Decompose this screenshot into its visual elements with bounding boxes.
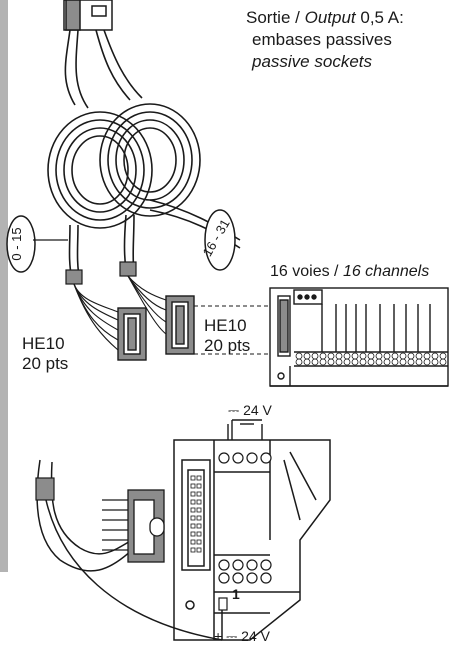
- fanout-wires: [73, 275, 167, 351]
- he10-connector-left-drawing: [117, 307, 147, 361]
- tag-left: [6, 215, 68, 273]
- terminal-number: 1: [232, 586, 240, 602]
- passive-module: [269, 287, 449, 387]
- top-connector: [63, 0, 113, 31]
- caption-line2: embases passives: [252, 30, 392, 49]
- dashed-links: [194, 305, 274, 355]
- tag-left-label: 0 - 15: [9, 227, 24, 260]
- supply-bottom-label: + ⎓ 24 V: [214, 628, 270, 644]
- lower-cable: [36, 459, 223, 641]
- side-bar: [0, 0, 8, 572]
- tag-right: [204, 209, 236, 271]
- lower-ferrule: [35, 477, 55, 501]
- caption-line3: passive sockets: [252, 52, 372, 71]
- he10-connector-right-drawing: [165, 295, 195, 355]
- supply-top-label: ⎓ 24 V: [228, 402, 272, 418]
- caption-line1: Sortie / Output 0,5 A:: [246, 8, 404, 27]
- closeup-pins: [190, 475, 202, 553]
- supply-bracket-top: [227, 419, 263, 440]
- lower-plug: [102, 489, 165, 563]
- cable-bundle: [47, 29, 241, 283]
- terminal-row: [295, 352, 447, 366]
- screw-terminals: [218, 452, 272, 611]
- module-closeup: [173, 439, 331, 641]
- channels-label: 16 voies / 16 channels: [270, 263, 430, 280]
- ferrules: [65, 261, 137, 285]
